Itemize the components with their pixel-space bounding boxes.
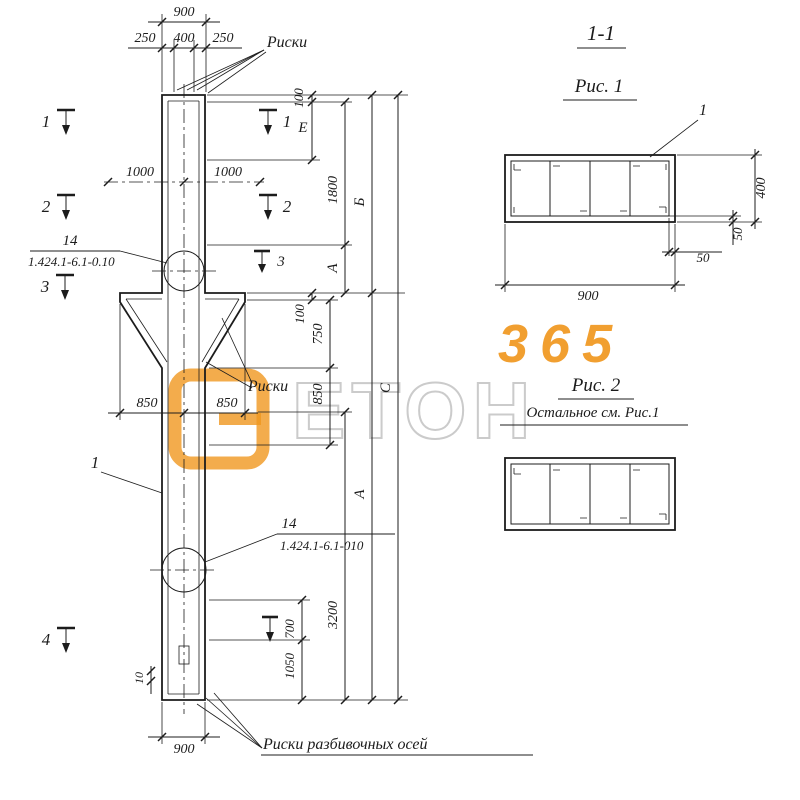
dim-850-right: 850: [217, 396, 238, 411]
right-dim-1050: 1050: [282, 653, 297, 680]
dim-1000-right: 1000: [214, 165, 242, 180]
callout-upper-code: 1.424.1-6.1-0.10: [28, 254, 115, 269]
position-label: 1: [91, 453, 100, 472]
dim-850-row: 850 850: [108, 304, 258, 420]
marker-2-left: 2: [42, 197, 51, 216]
figure-1: 1-1 Рис. 1 1 400 50 50: [495, 21, 769, 304]
riski-mid-callout: Риски: [205, 317, 288, 395]
watermark-digits: 365: [498, 314, 624, 374]
dim-top-mid: 400: [174, 31, 195, 46]
right-dim-B-upper: Б: [352, 197, 368, 207]
right-dim-750: 750: [311, 324, 326, 345]
dim-top-left: 250: [135, 31, 156, 46]
fig1-dim-height: 400: [754, 178, 769, 199]
right-dim-700: 700: [282, 619, 297, 639]
right-dimension-chains: 100 E 1800 Б А 100 750 850 C А 3200 700 …: [207, 88, 408, 705]
fig2-note: Остальное см. Рис.1: [526, 405, 659, 421]
marker-1-right: 1: [283, 112, 292, 131]
dim-1000-left: 1000: [126, 165, 154, 180]
fig1-dim-width: 900: [578, 289, 599, 304]
fig2-caption: Рис. 2: [571, 375, 621, 396]
marker-3-left: 3: [40, 277, 50, 296]
bottom-dimensions: 10 900 Риски разбивочных осей: [132, 666, 533, 757]
embed-plate: [178, 645, 190, 665]
callout-lower: 14 1.424.1-6.1-010: [204, 516, 395, 563]
riski-bottom-label: Риски разбивочных осей: [262, 736, 427, 753]
callout-upper: 14 1.424.1-6.1-0.10: [28, 233, 168, 269]
fig1-dim-cover-b: 50: [697, 250, 711, 265]
right-dim-100-top: 100: [291, 88, 306, 108]
right-dim-A-tall: А: [352, 489, 368, 500]
watermark-letters: ЕТОН: [292, 366, 536, 455]
callout-lower-num: 14: [282, 516, 298, 532]
right-dim-100-mid: 100: [292, 304, 307, 324]
right-dim-1800: 1800: [326, 176, 341, 204]
dim-top-right: 250: [213, 31, 234, 46]
right-dim-850: 850: [311, 384, 326, 405]
marker-4-left: 4: [42, 630, 51, 649]
column-outline: [119, 94, 246, 701]
dim-bottom-total: 900: [174, 742, 195, 757]
fig1-dim-cover-a: 50: [730, 227, 745, 241]
fig2-outer-rect: [504, 457, 676, 531]
watermark: ЕТОН 365: [168, 314, 624, 470]
marker-2-right: 2: [283, 197, 292, 216]
riski-top-label: Риски: [266, 34, 307, 51]
watermark-logo-icon: [168, 368, 270, 470]
callout-upper-num: 14: [63, 233, 79, 249]
marker-3-right: 3: [276, 254, 285, 270]
fig1-outer-rect: [504, 154, 676, 223]
dim-top-total: 900: [174, 5, 195, 20]
fig1-pos-label: 1: [699, 102, 707, 119]
section-title: 1-1: [587, 21, 615, 45]
position-callout: 1: [91, 453, 163, 494]
top-dimensions: 900 250 400 250: [128, 5, 242, 92]
right-dim-3200: 3200: [326, 601, 341, 630]
dim-850-left: 850: [137, 396, 158, 411]
section-markers: 1 1 2 2 3 3 4: [40, 108, 292, 653]
riski-mid-label: Риски: [247, 378, 288, 395]
callout-lower-code: 1.424.1-6.1-010: [280, 538, 364, 553]
figure-2: Рис. 2 Остальное см. Рис.1: [500, 375, 688, 531]
dim-1000-row: 1000 1000: [103, 165, 265, 187]
fig1-caption: Рис. 1: [574, 76, 624, 97]
right-dim-E: E: [297, 120, 307, 136]
dim-10: 10: [132, 672, 146, 684]
riski-top-callout: Риски: [176, 34, 307, 94]
right-dim-A-mid: А: [325, 263, 341, 274]
detail-circle-upper: [163, 250, 205, 292]
column-elevation: [119, 84, 246, 714]
marker-1-left: 1: [42, 112, 51, 131]
right-dim-C: C: [378, 382, 394, 393]
detail-circle-lower: [161, 547, 207, 593]
